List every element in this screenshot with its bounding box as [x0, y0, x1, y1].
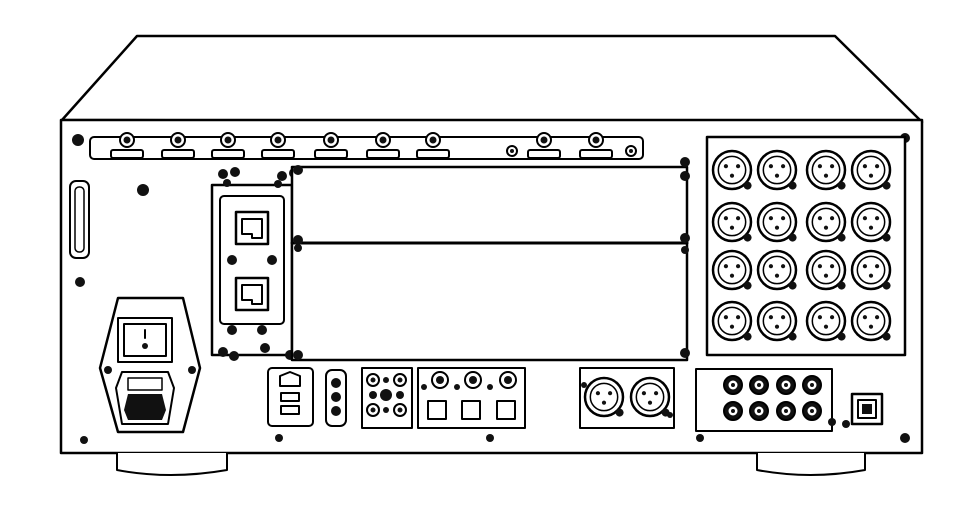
chassis-screws	[72, 133, 910, 444]
rj45-port-2[interactable]	[234, 276, 270, 312]
circular-connector[interactable]	[802, 375, 822, 395]
right-foot	[756, 452, 866, 476]
rca-jack-module	[361, 367, 413, 429]
optical-knobs	[431, 371, 517, 389]
circular-connector-module	[695, 368, 836, 442]
rj45-port-1[interactable]	[234, 210, 270, 246]
xlr-connector-matrix	[711, 149, 892, 342]
circular-connector[interactable]	[749, 401, 769, 421]
bnc-connector[interactable]	[110, 132, 144, 159]
usb-network-module	[267, 367, 314, 442]
bnc-connector[interactable]	[579, 132, 613, 159]
xlr-connector[interactable]	[850, 149, 892, 191]
circular-connector[interactable]	[776, 401, 796, 421]
xlr-connector[interactable]	[756, 201, 798, 243]
rj45-port-3[interactable]	[279, 371, 301, 387]
bnc-connector[interactable]	[211, 132, 245, 159]
bnc-connector[interactable]	[527, 132, 561, 159]
circular-connector[interactable]	[723, 401, 743, 421]
usb-port-2[interactable]	[280, 405, 300, 415]
rail-small-jacks	[506, 145, 637, 157]
xlr-connector[interactable]	[583, 376, 625, 418]
xlr-connector[interactable]	[756, 149, 798, 191]
xlr-connector[interactable]	[756, 300, 798, 342]
optical-ports[interactable]	[427, 400, 516, 420]
xlr-pair-module	[579, 367, 675, 429]
xlr-connector[interactable]	[711, 201, 753, 243]
power-switch[interactable]	[123, 323, 167, 357]
xlr-connector[interactable]	[711, 300, 753, 342]
bnc-connector[interactable]	[314, 132, 348, 159]
circular-connector[interactable]	[723, 375, 743, 395]
bnc-connector[interactable]	[366, 132, 400, 159]
xlr-connector[interactable]	[805, 201, 847, 243]
optical-module	[417, 367, 526, 442]
network-card	[210, 167, 299, 361]
chassis-top	[60, 34, 924, 124]
xlr-connector[interactable]	[805, 149, 847, 191]
circular-connector[interactable]	[776, 375, 796, 395]
left-foot	[116, 452, 228, 476]
bnc-connector[interactable]	[161, 132, 195, 159]
xlr-connector[interactable]	[805, 249, 847, 291]
xlr-connector[interactable]	[629, 376, 671, 418]
xlr-connector[interactable]	[805, 300, 847, 342]
usb-port-1[interactable]	[280, 392, 300, 402]
bnc-connector[interactable]	[416, 132, 450, 159]
audio-jack-module	[325, 369, 347, 427]
xlr-connector[interactable]	[850, 201, 892, 243]
circular-connector[interactable]	[802, 401, 822, 421]
rj-port-bottom-right[interactable]	[842, 392, 884, 428]
power-inlet-module	[98, 296, 202, 434]
bnc-connector-row	[110, 132, 613, 159]
xlr-connector[interactable]	[711, 149, 753, 191]
circular-connector[interactable]	[749, 375, 769, 395]
expansion-slots	[290, 157, 690, 362]
bnc-connector[interactable]	[261, 132, 295, 159]
xlr-connector[interactable]	[711, 249, 753, 291]
xlr-connector[interactable]	[850, 249, 892, 291]
xlr-connector[interactable]	[850, 300, 892, 342]
xlr-connector[interactable]	[756, 249, 798, 291]
